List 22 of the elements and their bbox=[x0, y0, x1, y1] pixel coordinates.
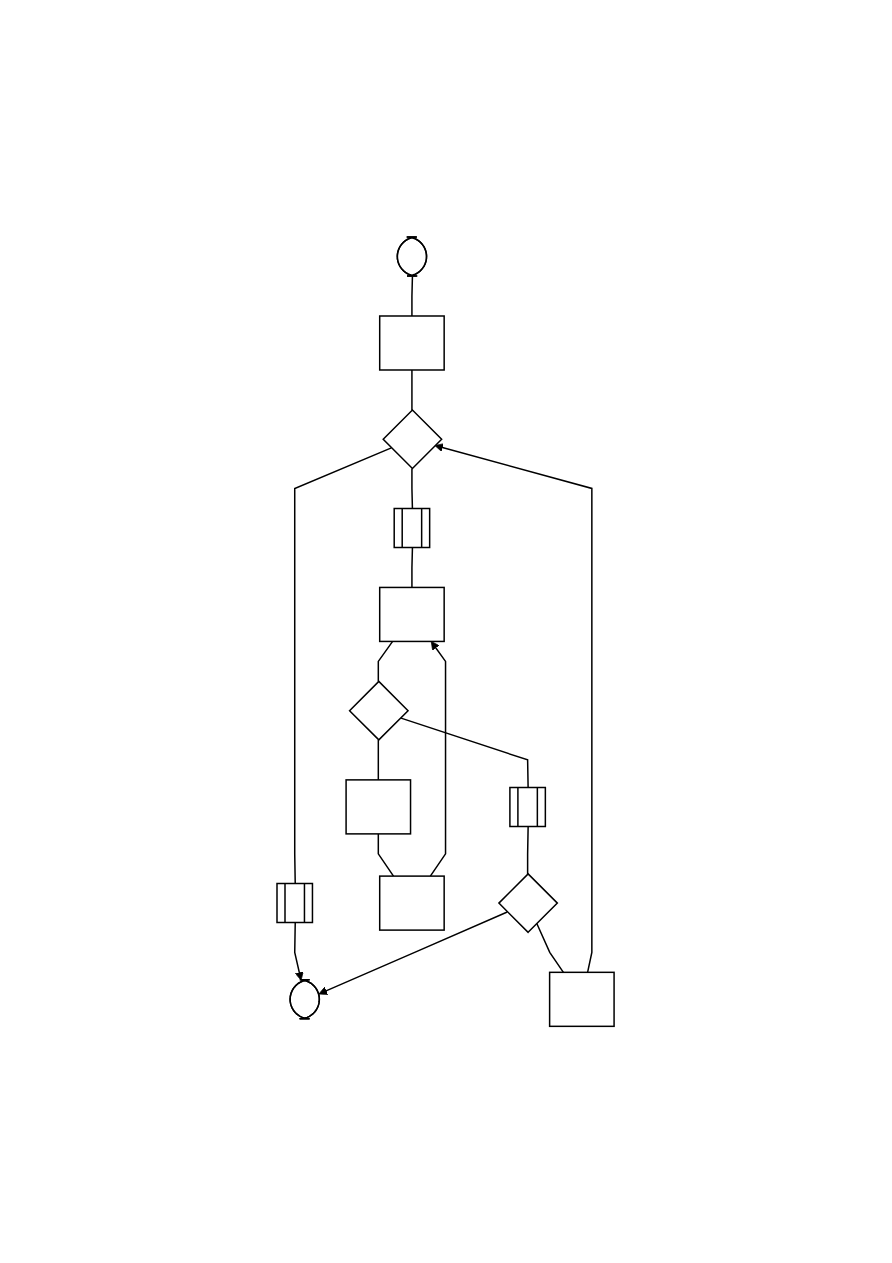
node-diamond bbox=[498, 872, 559, 934]
node-subprocess bbox=[509, 786, 547, 827]
connector bbox=[378, 738, 380, 781]
node-subprocess bbox=[276, 882, 314, 924]
connector bbox=[411, 275, 414, 317]
connector bbox=[411, 369, 414, 411]
node-diamond bbox=[382, 408, 444, 470]
node-diamond bbox=[348, 680, 410, 741]
connector bbox=[378, 832, 395, 877]
arrow bbox=[434, 443, 594, 973]
arrow bbox=[294, 922, 305, 981]
node-box bbox=[379, 315, 446, 371]
connector bbox=[536, 922, 565, 973]
node-box bbox=[549, 971, 616, 1027]
node-box bbox=[379, 586, 446, 642]
connector bbox=[378, 640, 394, 682]
node-box bbox=[345, 778, 412, 835]
arrow bbox=[430, 640, 447, 877]
node-box bbox=[379, 875, 446, 931]
arrow bbox=[319, 911, 509, 995]
node-subprocess bbox=[393, 507, 431, 548]
connector bbox=[411, 547, 414, 588]
